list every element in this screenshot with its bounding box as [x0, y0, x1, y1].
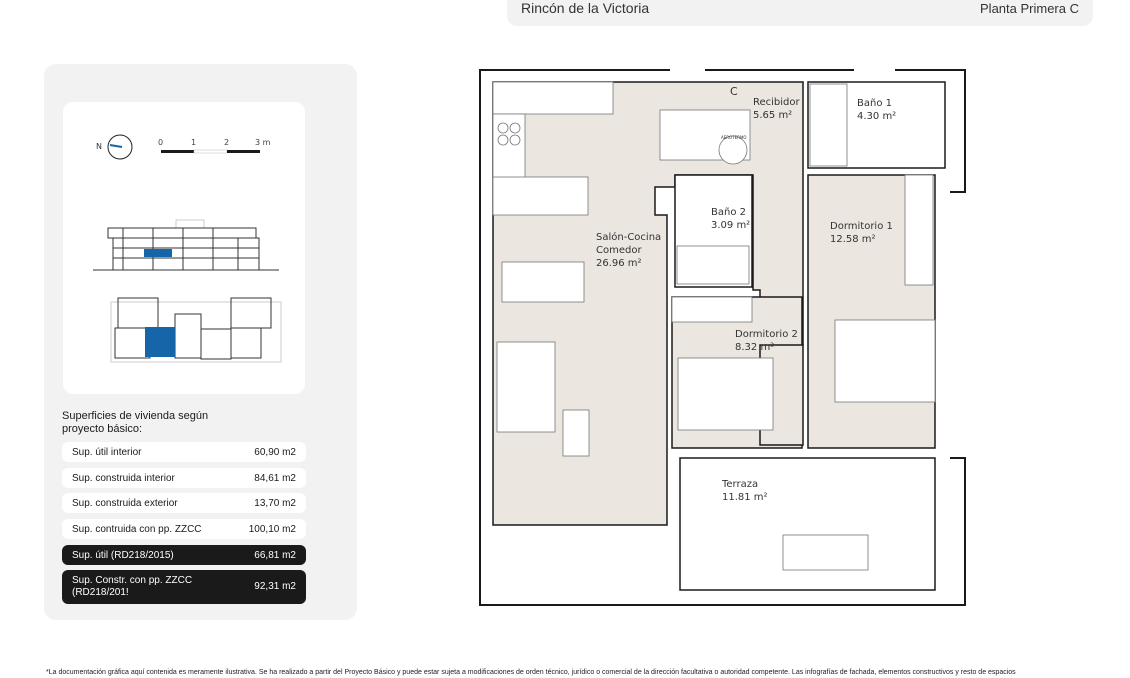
svg-text:3 m: 3 m [255, 138, 271, 147]
room-name: Baño 1 [857, 98, 892, 109]
single-bed [677, 357, 774, 431]
area-row-highlight: Sup. útil (RD218/2015)66,81 m2 [62, 545, 306, 565]
furniture [492, 81, 936, 571]
scale-bar: 0 1 2 3 m [158, 138, 271, 154]
room-area: 12.58 m² [830, 234, 876, 245]
unit-title: Planta Primera C [980, 1, 1079, 16]
dining-table [501, 261, 585, 303]
elevation-diagram [93, 219, 279, 271]
appliance-label: AEROTERMO [721, 135, 747, 140]
svg-text:0: 0 [158, 138, 163, 147]
unit-highlight-elevation [144, 249, 172, 257]
info-panel: N 0 1 2 3 m [44, 64, 357, 620]
room-name: Dormitorio 1 [830, 221, 893, 232]
location-title: Rincón de la Victoria [521, 0, 650, 16]
svg-text:1: 1 [191, 138, 196, 147]
room-name: Baño 2 [711, 207, 746, 218]
area-row-highlight: Sup. Constr. con pp. ZZCC (RD218/201!92,… [62, 570, 306, 604]
disclaimer: *La documentación gráfica aquí contenida… [46, 669, 1016, 676]
header-bar: Rincón de la Victoria Planta Primera C [507, 0, 1093, 26]
areas-title: Superficies de vivienda según proyecto b… [62, 410, 209, 435]
room-area: 3.09 m² [711, 220, 750, 231]
room-name: Salón-Cocina [596, 231, 661, 243]
kitchen-island [492, 176, 589, 216]
wardrobe-2 [904, 174, 934, 286]
room-name: Dormitorio 2 [735, 329, 798, 340]
svg-text:2: 2 [224, 138, 229, 147]
location-card: N 0 1 2 3 m [63, 102, 305, 394]
terrace-table [782, 534, 869, 571]
kitchen-counter [492, 81, 614, 115]
room-area: 4.30 m² [857, 111, 896, 122]
room-area: 5.65 m² [753, 110, 792, 121]
entrance-label: C [730, 85, 738, 98]
water-heater [718, 135, 748, 165]
north-label: N [96, 142, 102, 151]
north-compass-icon: N [96, 134, 133, 160]
unit-highlight-plan [145, 327, 175, 357]
room-name: Recibidor [753, 97, 801, 108]
bathtub [809, 83, 848, 167]
room-name: Terraza [721, 479, 758, 490]
walls-outer [479, 69, 966, 606]
room-area: 11.81 m² [722, 492, 768, 503]
double-bed [834, 319, 936, 403]
room-area: 8.32 m² [735, 342, 774, 353]
site-plan-diagram [110, 297, 282, 363]
sofa [496, 341, 556, 433]
room-area: 26.96 m² [596, 258, 642, 269]
room-name: Comedor [596, 245, 642, 256]
shower [676, 245, 750, 285]
key-plans: N 0 1 2 3 m [93, 134, 282, 363]
room-labels: C Recibidor 5.65 m² Baño 1 4.30 m² Baño … [596, 85, 896, 503]
